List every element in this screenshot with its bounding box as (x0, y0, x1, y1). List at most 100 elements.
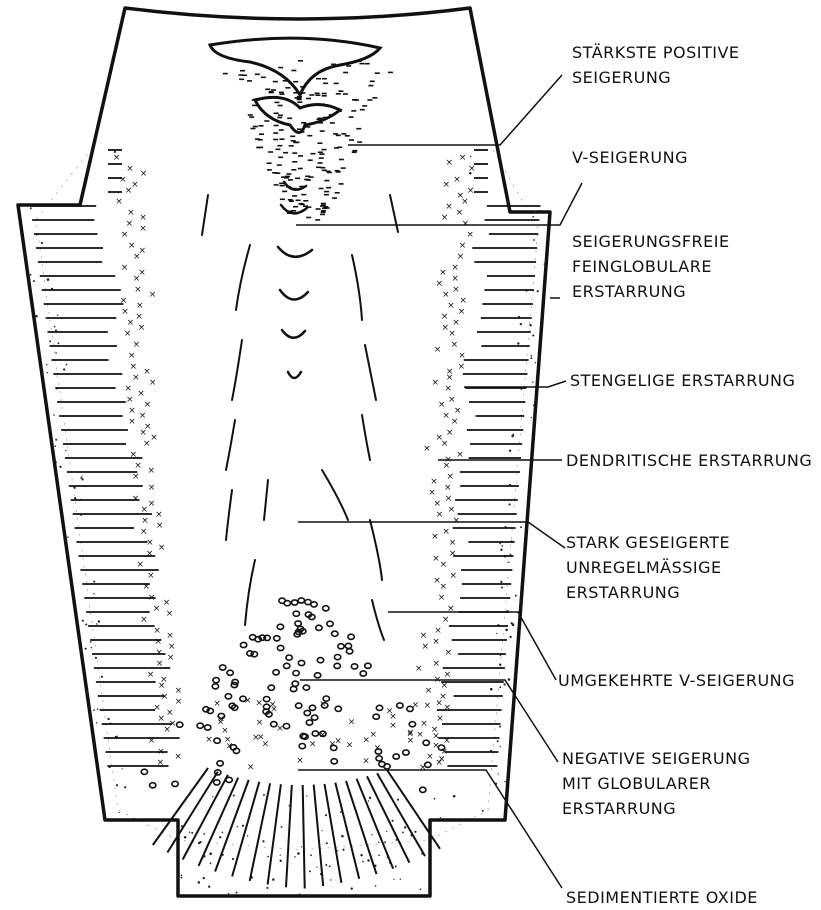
dendrite-cross: × (136, 301, 144, 311)
stipple-dot (47, 372, 48, 373)
stipple-dot (508, 678, 511, 681)
dendrite-cross: × (449, 538, 457, 548)
dendrite-cross: × (149, 378, 157, 388)
label-v-segregation-line: V-SEIGERUNG (572, 148, 688, 167)
dendrite-cross: × (148, 499, 156, 509)
stipple-dot (490, 688, 493, 691)
dendrite-cross: × (389, 721, 397, 731)
stipple-dot (496, 633, 497, 634)
dendrite-cross: × (436, 279, 444, 289)
stipple-dot (30, 274, 32, 276)
stipple-dot (500, 581, 502, 583)
stipple-dot (360, 854, 362, 856)
dendrite-cross: × (121, 263, 129, 273)
dendrite-cross: × (132, 494, 140, 504)
globule (351, 664, 357, 669)
stipple-dot (33, 280, 35, 282)
label-negative-segregation: NEGATIVE SEIGERUNGMIT GLOBULARERERSTARRU… (562, 749, 751, 818)
dendrite-cross: × (442, 527, 450, 537)
dendrite-cross: × (146, 538, 154, 548)
dendrite-cross: × (444, 483, 452, 493)
dendrite-cross: × (126, 219, 134, 229)
stipple-dot (66, 364, 68, 366)
ingot-outline (18, 8, 550, 896)
globule (327, 621, 333, 626)
dendrite-cross: × (442, 615, 450, 625)
stipple-dot (520, 526, 522, 528)
stipple-dot (63, 368, 65, 370)
globule (225, 694, 231, 699)
globule (335, 706, 341, 711)
dendrite-cross: × (420, 631, 428, 641)
dendrite-cross: × (221, 726, 229, 736)
dendrite-cross: × (370, 730, 378, 740)
stipple-dot (540, 210, 542, 212)
stipple-dot (325, 864, 327, 866)
dendrite-cross: × (247, 763, 255, 773)
dendrite-cross: × (141, 505, 149, 515)
dendrite-cross: × (459, 296, 467, 306)
stipple-dot (517, 342, 519, 344)
stipple-dot (310, 854, 312, 856)
label-negative-segregation-line: MIT GLOBULARER (562, 774, 711, 793)
stipple-dot (528, 479, 529, 480)
dendrite-cross: × (448, 329, 456, 339)
stipple-dot (55, 352, 56, 353)
leader-columnar (464, 381, 566, 387)
stipple-dot (503, 683, 505, 685)
radial-ray (286, 785, 292, 887)
dendrite-cross: × (449, 549, 457, 559)
radial-ray (303, 785, 305, 889)
stipple-dot (30, 207, 32, 209)
dendrite-cross: × (446, 428, 454, 438)
dendrite-cross: × (115, 197, 123, 207)
globule (365, 663, 371, 668)
stipple-dot (306, 795, 307, 796)
dendrite-cross: × (433, 659, 441, 669)
radial-ray (232, 782, 259, 877)
dendrite-cross: × (456, 208, 464, 218)
stipple-dot (121, 768, 122, 769)
globule (305, 600, 311, 605)
stipple-dot (529, 324, 531, 326)
globule (316, 625, 322, 630)
dendrite-cross: × (143, 582, 151, 592)
stipple-dot (35, 315, 37, 317)
stipple-dot (498, 773, 499, 774)
dendrite-cross: × (444, 670, 452, 680)
dendrite-cross: × (257, 732, 265, 742)
label-sediment-line: SEDIMENTIERTE OXIDE (566, 888, 758, 907)
stipple-dot (98, 620, 100, 622)
dendrite-cross: × (256, 718, 264, 728)
globule (306, 720, 312, 725)
stipple-dot (54, 326, 56, 328)
stipple-dot (222, 832, 224, 834)
bottom-radial-rays (153, 768, 440, 889)
stipple-dot (404, 826, 406, 828)
stipple-dot (85, 623, 87, 625)
globule (226, 777, 232, 782)
globule (296, 703, 302, 708)
stipple-dot (509, 636, 511, 638)
dendrite-cross: × (132, 373, 140, 383)
stipple-dot (288, 805, 289, 806)
label-negative-segregation-line: ERSTARRUNG (562, 799, 676, 818)
stipple-dot (281, 826, 283, 828)
dendrite-cross: × (466, 230, 474, 240)
stipple-dot (384, 841, 386, 843)
dendrite-cross: × (446, 158, 454, 168)
dendrite-cross: × (140, 527, 148, 537)
globule (214, 780, 220, 785)
dendrite-cross: × (448, 395, 456, 405)
globule (290, 686, 296, 691)
stipple-dot (210, 863, 212, 865)
dendrite-cross: × (139, 224, 147, 234)
stipple-dot (369, 797, 371, 799)
dendrite-cross: × (445, 648, 453, 658)
dendrite-cross: × (126, 164, 134, 174)
stipple-dot (351, 887, 353, 889)
stipple-dot (55, 439, 57, 441)
dendrite-cross: × (137, 389, 145, 399)
